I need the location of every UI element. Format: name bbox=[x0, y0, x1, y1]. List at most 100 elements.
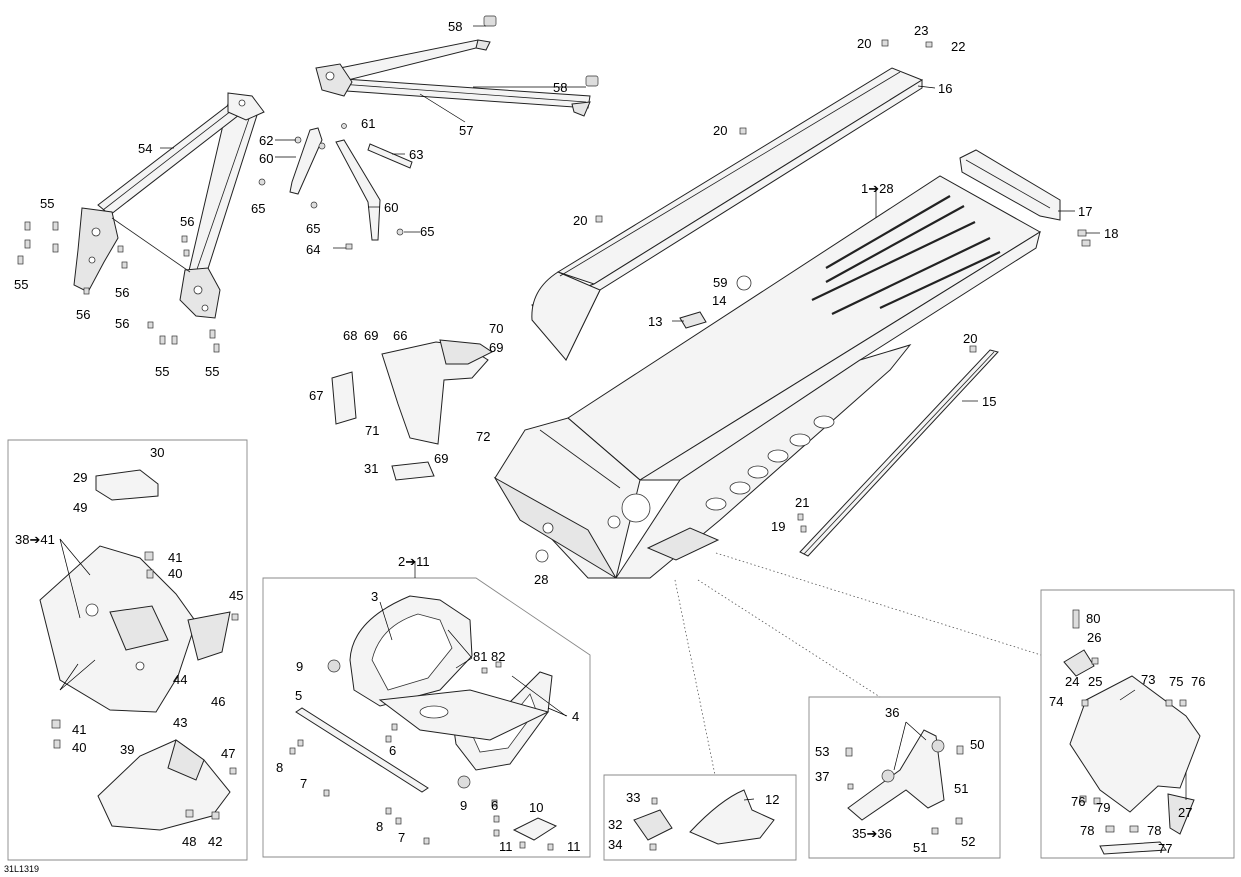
callout-6: 6 bbox=[389, 743, 396, 758]
chassis-fasteners bbox=[289, 659, 554, 851]
plate-5 bbox=[295, 707, 429, 793]
callout-65: 65 bbox=[251, 201, 265, 216]
air-intake-66 bbox=[381, 339, 493, 445]
callout-79: 79 bbox=[1096, 800, 1110, 815]
callout-11: 11 bbox=[499, 839, 513, 854]
callout-10: 10 bbox=[529, 800, 543, 815]
fasteners-33-34 bbox=[649, 797, 658, 851]
callout-21: 21 bbox=[795, 495, 809, 510]
callout-76: 76 bbox=[1071, 794, 1085, 809]
clip-13 bbox=[679, 311, 707, 329]
callout-22: 22 bbox=[951, 39, 965, 54]
callout-28: 28 bbox=[534, 572, 548, 587]
callout-67: 67 bbox=[309, 388, 323, 403]
callout-40: 40 bbox=[168, 566, 182, 581]
callout-18: 18 bbox=[1104, 226, 1118, 241]
callout-7: 7 bbox=[398, 830, 405, 845]
callout-66: 66 bbox=[393, 328, 407, 343]
callout-45: 45 bbox=[229, 588, 243, 603]
callout-77: 77 bbox=[1158, 841, 1172, 856]
detail-box-32-34 bbox=[603, 774, 797, 861]
callout-6: 6 bbox=[491, 798, 498, 813]
callout-56: 56 bbox=[115, 316, 129, 331]
bracket-35 bbox=[845, 729, 964, 835]
detail-box-front-frame bbox=[7, 439, 248, 861]
callout-70: 70 bbox=[489, 321, 503, 336]
tunnel-top-cover bbox=[531, 67, 924, 362]
detail-box-rear-bracket bbox=[1040, 589, 1235, 859]
callout-16: 16 bbox=[938, 81, 952, 96]
callout-56: 56 bbox=[115, 285, 129, 300]
rear-bracket-73 bbox=[1063, 609, 1201, 855]
chassis-front-3 bbox=[349, 595, 473, 707]
callout-47: 47 bbox=[221, 746, 235, 761]
callout-1-28: 1➔28 bbox=[861, 181, 894, 196]
callout-15: 15 bbox=[982, 394, 996, 409]
callout-8: 8 bbox=[376, 819, 383, 834]
callout-76: 76 bbox=[1191, 674, 1205, 689]
side-rail bbox=[799, 349, 999, 557]
callout-60: 60 bbox=[259, 151, 273, 166]
rear-crossbar bbox=[959, 149, 1091, 247]
callout-51: 51 bbox=[913, 840, 927, 855]
callout-69: 69 bbox=[364, 328, 378, 343]
steering-column-bolts bbox=[17, 221, 220, 353]
callout-49: 49 bbox=[73, 500, 87, 515]
callout-55: 55 bbox=[205, 364, 219, 379]
front-frame-fasteners bbox=[51, 551, 239, 820]
callout-8: 8 bbox=[276, 760, 283, 775]
callout-20: 20 bbox=[857, 36, 871, 51]
grommet-59 bbox=[736, 275, 752, 291]
callout-36: 36 bbox=[885, 705, 899, 720]
callout-44: 44 bbox=[173, 672, 187, 687]
callout-39: 39 bbox=[120, 742, 134, 757]
callout-55: 55 bbox=[40, 196, 54, 211]
upper-strut-assembly bbox=[315, 15, 599, 117]
callout-57: 57 bbox=[459, 123, 473, 138]
callout-27: 27 bbox=[1178, 805, 1192, 820]
callout-labels: 1➔28 2➔11 35➔36 38➔41 58 58 57 54 62 61 … bbox=[4, 19, 1205, 874]
callout-20: 20 bbox=[963, 331, 977, 346]
callout-82: 82 bbox=[491, 649, 505, 664]
callout-24: 24 bbox=[1065, 674, 1079, 689]
callout-61: 61 bbox=[361, 116, 375, 131]
callout-43: 43 bbox=[173, 715, 187, 730]
grommet-28 bbox=[535, 549, 549, 563]
callout-23: 23 bbox=[914, 23, 928, 38]
callout-58: 58 bbox=[553, 80, 567, 95]
tunnel-slots bbox=[811, 195, 1001, 315]
callout-60: 60 bbox=[384, 200, 398, 215]
callout-40: 40 bbox=[72, 740, 86, 755]
callout-2-11: 2➔11 bbox=[398, 554, 430, 569]
leader-lines bbox=[59, 25, 1187, 801]
callout-42: 42 bbox=[208, 834, 222, 849]
front-frame-38 bbox=[39, 545, 231, 713]
callout-38-41: 38➔41 bbox=[15, 532, 55, 547]
callout-41: 41 bbox=[72, 722, 86, 737]
callout-17: 17 bbox=[1078, 204, 1092, 219]
callout-20: 20 bbox=[573, 213, 587, 228]
callout-13: 13 bbox=[648, 314, 662, 329]
callout-9: 9 bbox=[296, 659, 303, 674]
callout-58: 58 bbox=[448, 19, 462, 34]
callout-75: 75 bbox=[1169, 674, 1183, 689]
callout-7: 7 bbox=[300, 776, 307, 791]
bottom-plate bbox=[378, 689, 550, 741]
callout-41: 41 bbox=[168, 550, 182, 565]
callout-14: 14 bbox=[712, 293, 726, 308]
callout-50: 50 bbox=[970, 737, 984, 752]
callout-9: 9 bbox=[460, 798, 467, 813]
detail-box-35-36 bbox=[808, 696, 1001, 859]
callout-62: 62 bbox=[259, 133, 273, 148]
callout-78: 78 bbox=[1147, 823, 1161, 838]
callout-65: 65 bbox=[306, 221, 320, 236]
figure-code: 31L1319 bbox=[4, 864, 39, 874]
callout-46: 46 bbox=[211, 694, 225, 709]
callout-29: 29 bbox=[73, 470, 87, 485]
callout-72: 72 bbox=[476, 429, 490, 444]
tunnel-main-body bbox=[493, 175, 1041, 579]
callout-56: 56 bbox=[76, 307, 90, 322]
callout-78: 78 bbox=[1080, 823, 1094, 838]
bracket-31 bbox=[391, 461, 435, 481]
